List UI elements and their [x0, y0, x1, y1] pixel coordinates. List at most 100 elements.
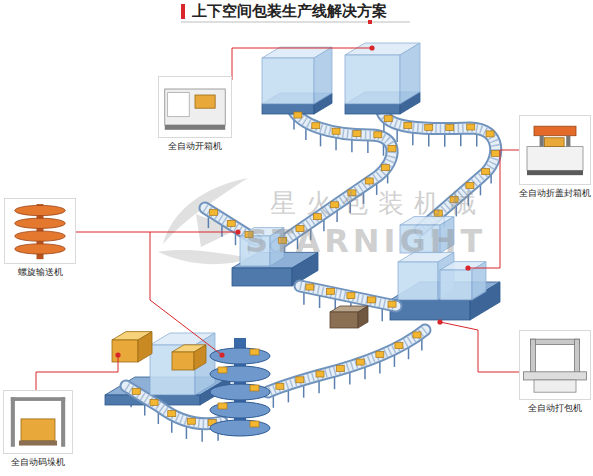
- sealing-unit: [330, 306, 368, 328]
- carton: [306, 284, 314, 290]
- strapping-arch: [531, 339, 580, 344]
- machine-callout: 螺旋输送机: [4, 198, 76, 278]
- carton: [367, 297, 375, 303]
- carton: [491, 150, 499, 156]
- carton: [218, 403, 227, 409]
- spiral-disk: [210, 366, 270, 382]
- carton: [296, 377, 304, 383]
- spiral-disk: [15, 244, 65, 254]
- sealer-head: [534, 126, 576, 136]
- face: [440, 270, 472, 300]
- spiral-disk: [210, 384, 270, 400]
- carton: [250, 421, 259, 427]
- title-rule: [181, 22, 410, 23]
- leader-dot: [437, 319, 442, 324]
- carton: [381, 165, 389, 171]
- carton: [425, 124, 433, 130]
- carton: [250, 349, 259, 355]
- carton: [374, 132, 382, 138]
- machine-table: [524, 372, 587, 380]
- strapping-arch: [575, 339, 580, 376]
- carton: [376, 352, 384, 358]
- leader-lines: [36, 48, 519, 390]
- palletizer-post: [61, 397, 65, 447]
- carton: [336, 365, 344, 371]
- machine-photo: [158, 76, 232, 138]
- spiral-disk: [210, 402, 270, 418]
- machine-base: [165, 125, 225, 130]
- title-bar: [181, 4, 185, 19]
- machine-callout: 全自动打包机: [519, 330, 591, 414]
- title-text: 上下空间包装生产线解决方案: [192, 2, 387, 20]
- conveyor-rollers: [300, 286, 396, 306]
- title-mark: [368, 20, 372, 24]
- face: [390, 300, 470, 320]
- carton: [395, 343, 403, 349]
- machine-body: [534, 380, 576, 392]
- spiral-disk: [15, 218, 65, 228]
- machine-drawing: [4, 391, 72, 453]
- spiral-disk: [15, 205, 65, 215]
- carton: [486, 131, 494, 137]
- carton: [326, 288, 334, 294]
- conveyor-belt: [268, 330, 425, 392]
- carton: [209, 209, 217, 215]
- production-line: [105, 43, 500, 442]
- face: [262, 104, 314, 114]
- logo-swoosh: [158, 250, 252, 264]
- face: [314, 47, 332, 104]
- conveyor-belt: [300, 286, 396, 306]
- face: [472, 262, 486, 300]
- machine-panel: [168, 93, 190, 117]
- face: [358, 306, 368, 328]
- watermark-text: STARNIGHT: [245, 222, 486, 260]
- carton: [466, 183, 474, 189]
- carton: [365, 178, 373, 184]
- carton: [218, 367, 227, 373]
- carton: [353, 131, 361, 137]
- carton: [413, 332, 421, 338]
- machine-callout: 全自动开箱机: [158, 76, 232, 152]
- leader-line: [232, 48, 372, 80]
- sealer-post: [566, 136, 570, 147]
- carton: [388, 301, 396, 307]
- carton: [250, 385, 259, 391]
- carton: [150, 399, 158, 405]
- face: [150, 345, 195, 395]
- leader-dot: [465, 265, 470, 270]
- carton-stack: [112, 332, 152, 362]
- spiral-disk: [210, 420, 270, 436]
- face: [345, 55, 400, 104]
- machine-name: 全自动码垛机: [3, 457, 73, 468]
- machine-body: [527, 147, 583, 171]
- machine-photo: [519, 330, 591, 400]
- carton-stack: [21, 419, 55, 441]
- carton: [294, 112, 302, 118]
- leader-line: [36, 355, 118, 390]
- face: [172, 352, 194, 370]
- face: [345, 104, 400, 114]
- leader-dot: [369, 45, 374, 50]
- machine-drawing: [5, 199, 75, 263]
- spiral-disk: [210, 348, 270, 364]
- face: [330, 312, 358, 328]
- sealer-post: [540, 136, 544, 147]
- machine-callout: 全自动折盖封箱机: [519, 115, 591, 199]
- carton: [312, 123, 320, 129]
- machine-name: 全自动折盖封箱机: [519, 188, 591, 199]
- machine-name: 螺旋输送机: [4, 267, 76, 278]
- machine-body: [165, 89, 225, 125]
- carton: [316, 371, 324, 377]
- carton: [356, 359, 364, 365]
- face: [398, 262, 438, 300]
- watermark-text: 星火包装机械: [270, 186, 486, 221]
- spiral-disk: [15, 231, 65, 241]
- carton: [227, 220, 235, 226]
- carton: [467, 124, 475, 130]
- leader-dot: [219, 352, 224, 357]
- pallet: [19, 441, 57, 446]
- leader-dot: [115, 352, 120, 357]
- leader-line: [150, 232, 222, 355]
- face: [138, 332, 152, 362]
